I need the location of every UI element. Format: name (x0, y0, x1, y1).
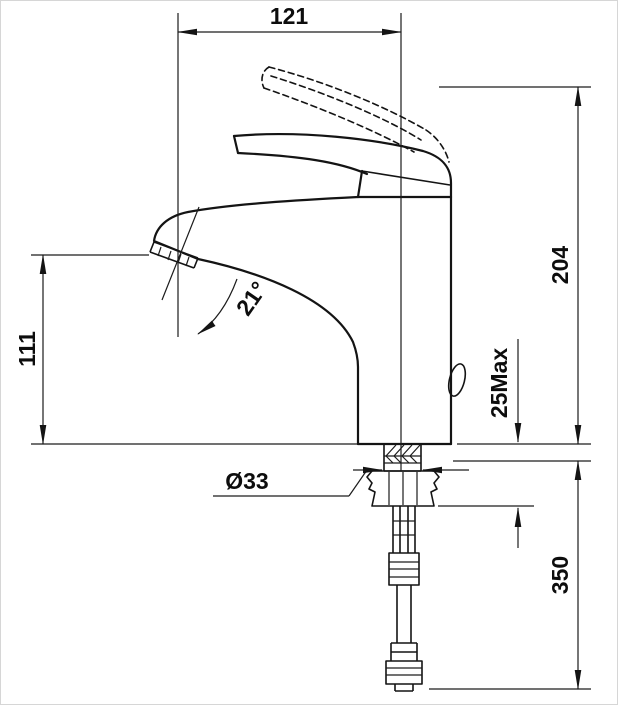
mounting-nut-outline (366, 470, 440, 507)
phantom-bottom-edge (263, 87, 415, 153)
shank-hatch-up (385, 444, 421, 457)
phantom-tip (261, 66, 270, 89)
dim-label-diameter: Ø33 (225, 468, 268, 494)
shank-sides (383, 444, 422, 472)
phantom-pivot-edge (425, 129, 450, 163)
supply-hose (385, 506, 423, 692)
faucet-body (149, 66, 467, 446)
dimension-204: 204 (439, 86, 591, 445)
aerator-axis-line (161, 206, 200, 301)
dimension-350: 350 (429, 460, 591, 690)
handle-tip (232, 134, 240, 155)
spout-and-left-edge (152, 195, 360, 446)
handle-cap-left (356, 169, 364, 199)
dimension-25max: 25Max (438, 339, 534, 548)
angle-arc-arrow (197, 278, 238, 335)
shank-hatch-down (385, 455, 418, 464)
dim-label-111: 111 (14, 331, 40, 367)
dimension-diameter: Ø33 (213, 466, 469, 497)
leader-diagonal (348, 469, 368, 497)
aerator-band-top (153, 241, 199, 259)
handle-raised-phantom (261, 66, 450, 163)
dimension-111: 111 (14, 254, 357, 445)
hose-lower-tube (396, 585, 412, 643)
aerator (149, 241, 199, 269)
pull-ring (447, 363, 467, 397)
hose-upper-tube (392, 506, 416, 553)
aerator-end-right (193, 257, 199, 269)
dim-label-204: 204 (547, 246, 573, 285)
dim-label-25max: 25Max (486, 348, 512, 419)
dim-label-121: 121 (270, 3, 309, 29)
threaded-shank (383, 444, 422, 472)
mounting-nut-ribs (388, 472, 418, 505)
handle-bottom-edge (236, 151, 369, 176)
hose-coupler-bands (389, 561, 419, 578)
hose-upper-ticks (393, 520, 415, 536)
hose-coupler (388, 552, 420, 586)
dimension-121: 121 (177, 3, 402, 471)
angle-label: 21° (231, 277, 272, 320)
dim-label-350: 350 (547, 556, 573, 594)
mounting-nut (366, 470, 440, 507)
aerator-end-left (149, 241, 155, 253)
fitting-nut-bands (386, 667, 422, 676)
hose-end-fitting (385, 642, 423, 692)
handle-cap-seam (361, 170, 451, 186)
fitting-collar (390, 642, 418, 661)
phantom-inner-line (270, 75, 422, 141)
mounting-hardware (366, 444, 440, 692)
aerator-hatch (157, 246, 190, 267)
fitting-nut (385, 660, 423, 685)
phantom-top-edge (268, 66, 427, 131)
fitting-tip (394, 684, 414, 692)
